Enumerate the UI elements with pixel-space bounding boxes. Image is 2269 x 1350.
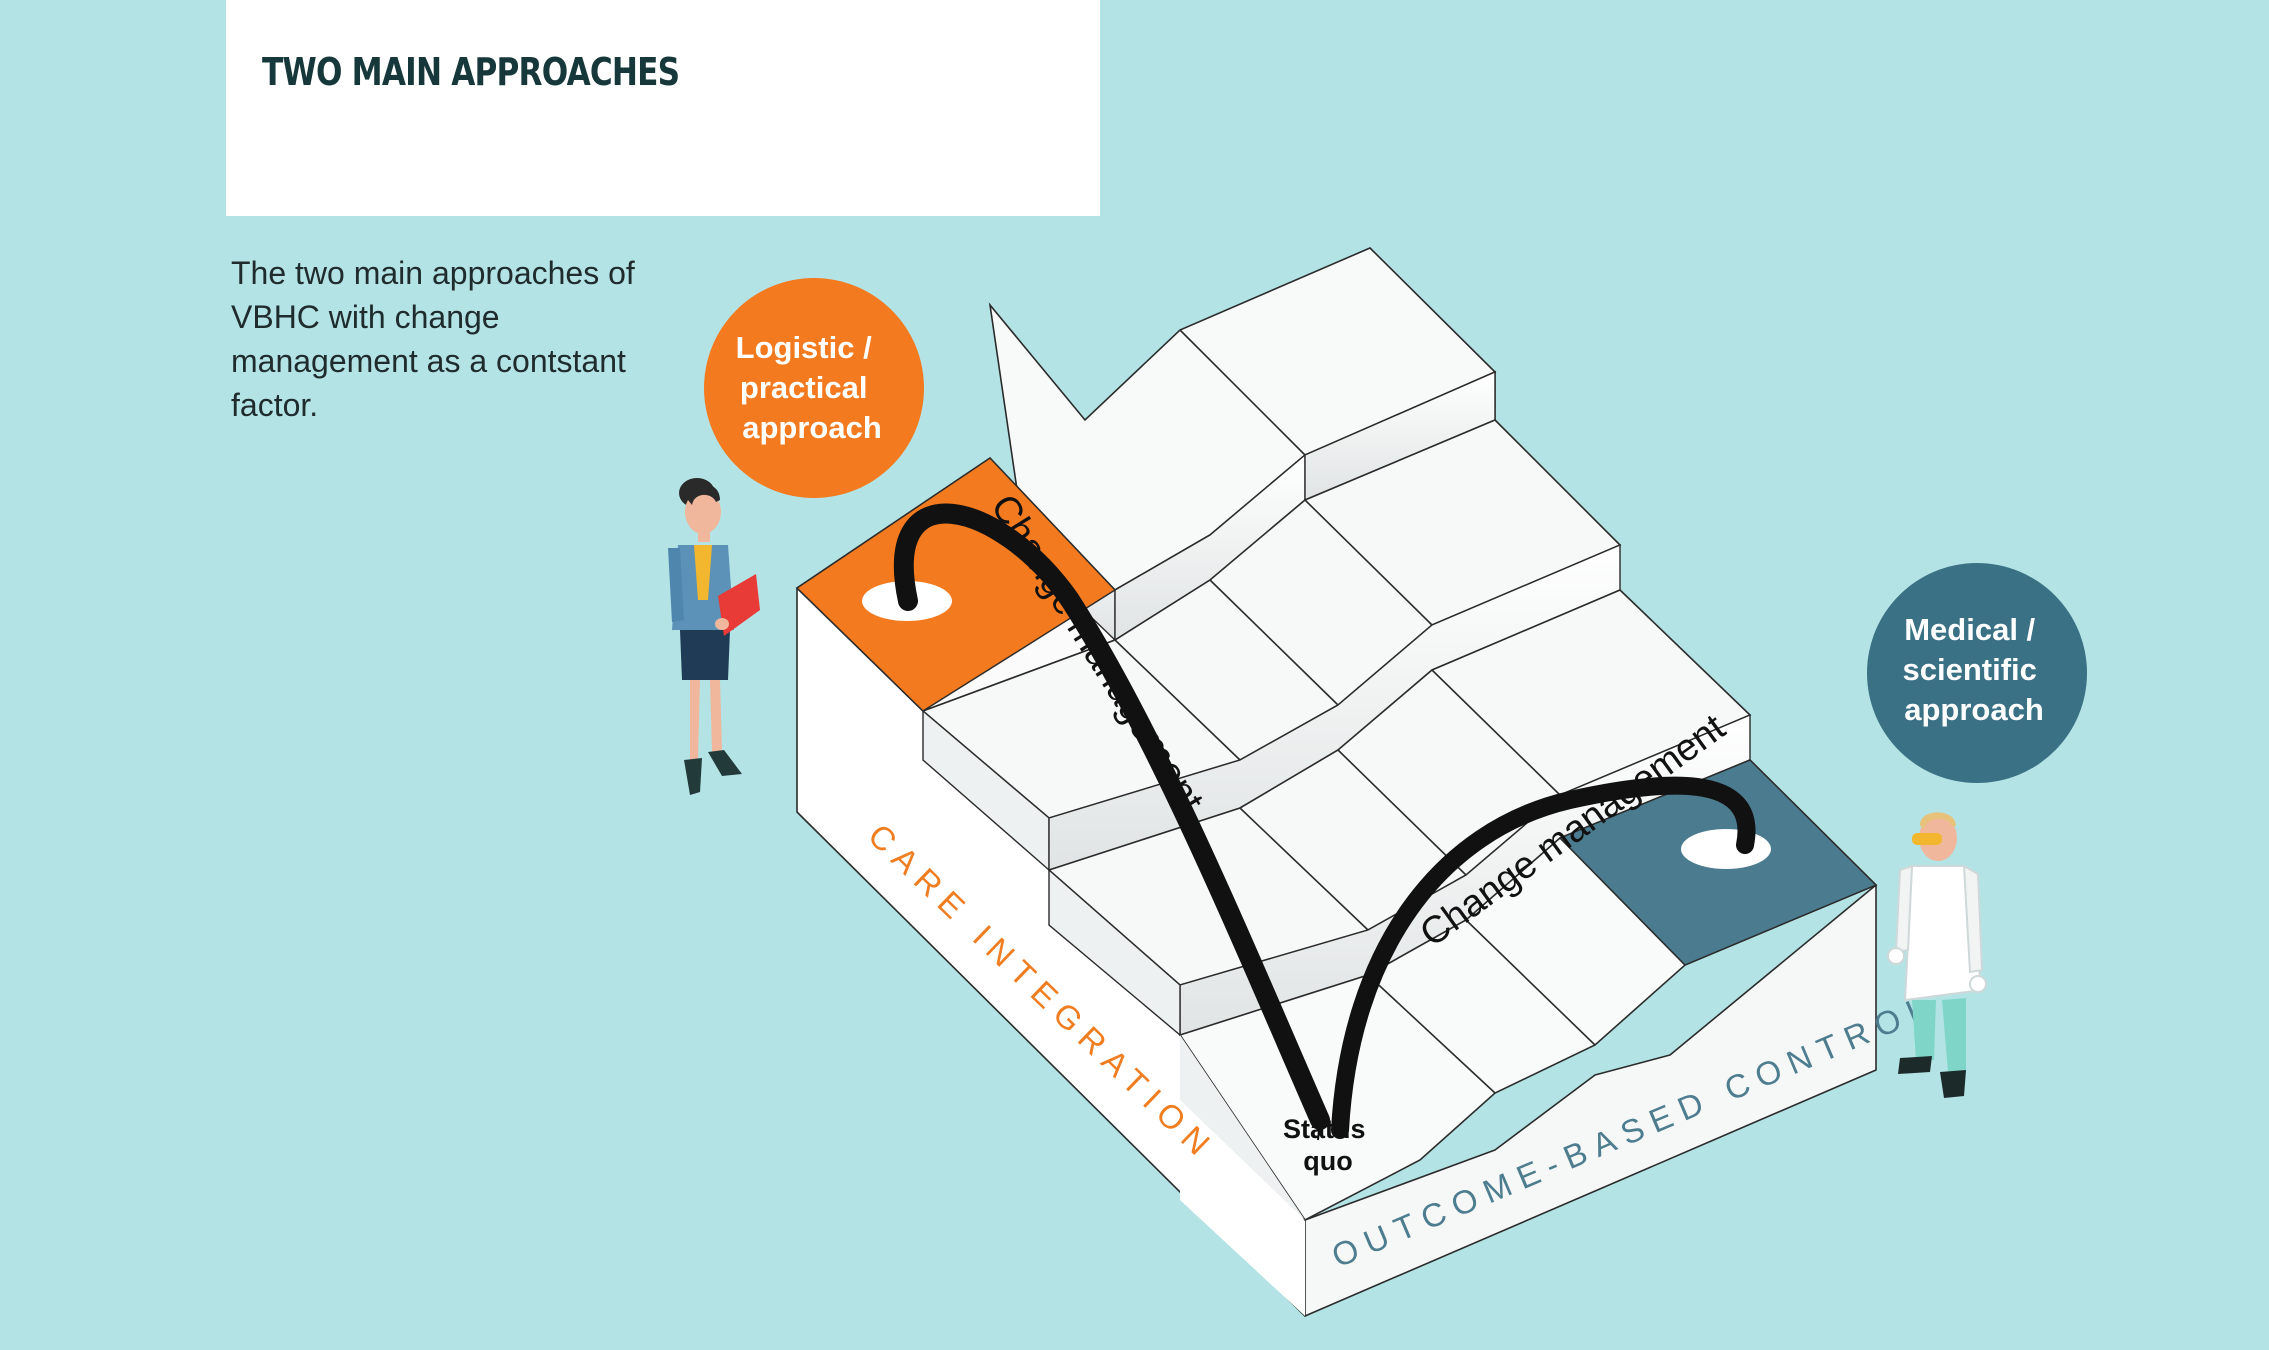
description-text: The two main approaches of VBHC with cha… xyxy=(231,255,635,423)
status-quo-label: Status quo xyxy=(1283,1114,1373,1176)
medical-approach-bubble: Medical / scientific approach xyxy=(1867,563,2087,783)
logistic-goal-tile xyxy=(795,457,1117,712)
left-change-arc xyxy=(893,503,1330,1130)
svg-text:Medical / scientific: Medical / scientific approach xyxy=(1902,612,2045,727)
logistic-approach-bubble: Logistic / practical approach xyxy=(704,278,924,498)
right-side-wall xyxy=(1304,884,1877,1317)
medical-hole xyxy=(1681,829,1771,869)
doctor-figure-icon xyxy=(1887,812,1987,1098)
svg-text:Logistic / practical: Logistic / practical approach xyxy=(736,330,882,445)
title-box xyxy=(226,0,1100,216)
woman-figure-icon xyxy=(668,478,760,795)
page-title: TWO MAIN APPROACHES xyxy=(262,50,680,94)
right-change-arc xyxy=(1331,776,1756,1139)
